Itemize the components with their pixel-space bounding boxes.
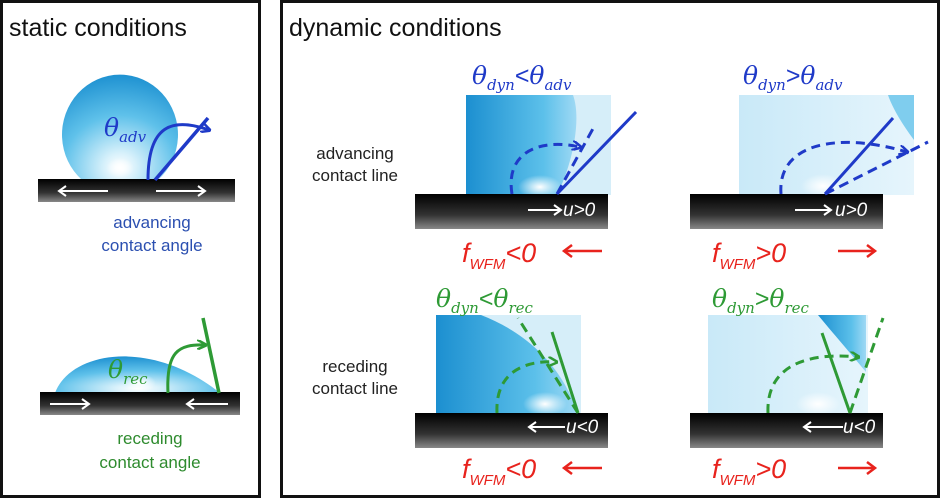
adv-left-velocity: u>0	[563, 200, 596, 221]
static-advancing-caption-1: advancing	[113, 213, 191, 232]
adv-right-velocity: u>0	[835, 200, 868, 221]
adv-left-force-arrow	[561, 244, 602, 258]
adv-left-theta-relation: θdyn<θadv	[472, 61, 572, 94]
static-receding-caption-2: contact angle	[99, 453, 200, 472]
rec-right-force: fWFM>0	[712, 454, 786, 489]
adv-right-theta-relation: θdyn>θadv	[743, 61, 843, 94]
static-receding-shrink-arrows	[50, 398, 228, 410]
static-panel-frame	[0, 0, 261, 498]
advancing-row-label-2: contact line	[312, 166, 398, 185]
rec-left-theta-relation: θdyn<θrec	[436, 284, 534, 317]
adv-right-cell	[690, 95, 929, 229]
adv-left-force: fWFM<0	[462, 238, 536, 273]
static-advancing-droplet	[61, 74, 178, 180]
rec-right-theta-relation: θdyn>θrec	[712, 284, 810, 317]
static-theta-rec: θrec	[108, 355, 148, 388]
rec-left-force: fWFM<0	[462, 454, 536, 489]
dynamic-panel-frame	[280, 0, 940, 498]
static-advancing-spread-arrows	[57, 185, 207, 197]
advancing-row-label-1: advancing	[316, 144, 394, 163]
static-receding-substrate	[40, 392, 240, 415]
adv-right-force: fWFM>0	[712, 238, 786, 273]
static-advancing-caption-2: contact angle	[101, 236, 202, 255]
static-panel-title: static conditions	[9, 14, 187, 42]
rec-right-force-arrow	[838, 461, 878, 475]
adv-left-cell	[415, 95, 638, 229]
static-receding-angle-arc	[166, 345, 205, 394]
static-receding-caption-1: receding	[117, 429, 182, 448]
static-receding-tangent-line	[201, 317, 221, 394]
rec-right-cell	[690, 315, 885, 448]
receding-row-label-2: contact line	[312, 379, 398, 398]
static-advancing-substrate	[38, 179, 235, 202]
rec-right-velocity: u<0	[843, 417, 876, 438]
receding-row-label-1: receding	[322, 357, 387, 376]
rec-left-velocity: u<0	[566, 417, 599, 438]
static-theta-adv: θadv	[104, 113, 147, 146]
dynamic-panel-title: dynamic conditions	[289, 14, 502, 42]
static-receding-droplet	[55, 356, 220, 393]
adv-right-force-arrow	[838, 244, 878, 258]
static-advancing-angle-arc	[146, 125, 209, 181]
rec-left-force-arrow	[561, 461, 602, 475]
rec-left-cell	[415, 315, 608, 448]
